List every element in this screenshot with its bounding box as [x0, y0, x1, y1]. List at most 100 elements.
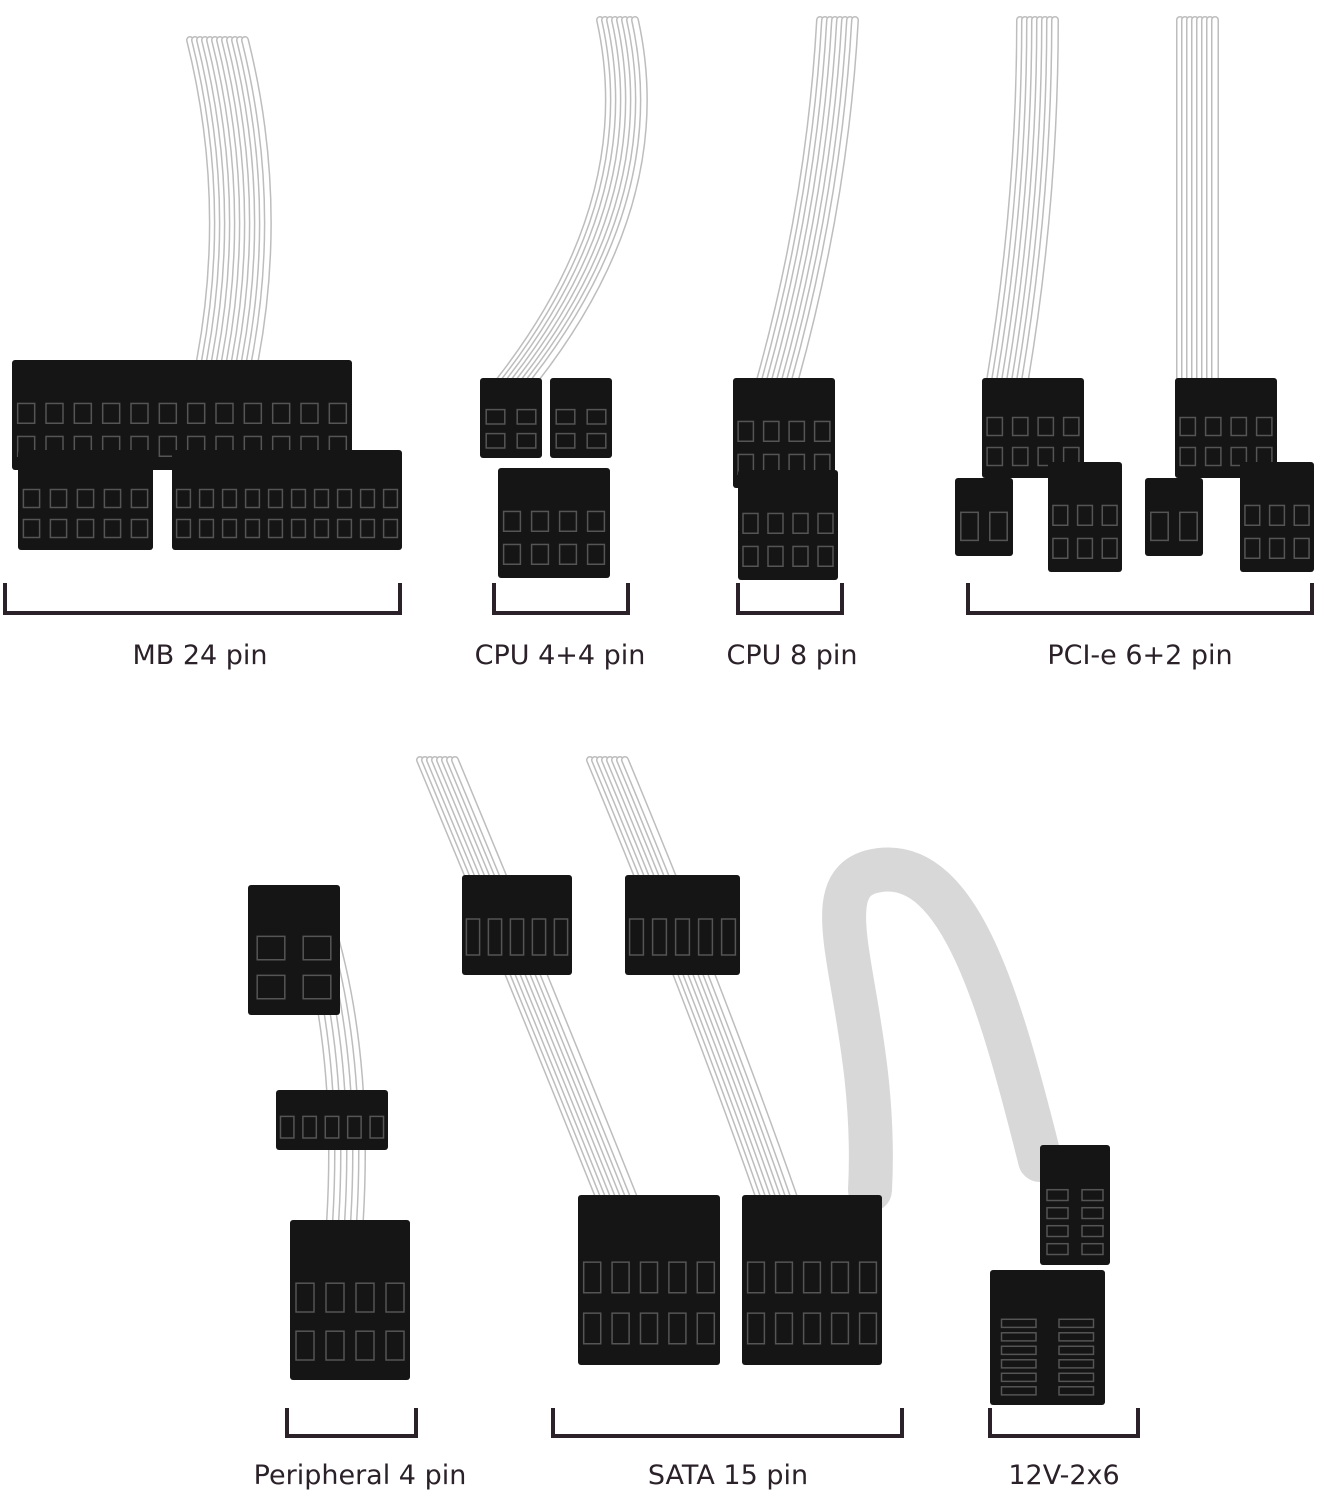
- connector-pin: [325, 1282, 345, 1313]
- cable-wire: [232, 37, 261, 363]
- connector-pin: [244, 518, 261, 539]
- cable-wire: [767, 17, 833, 383]
- connector-pin: [295, 1330, 315, 1361]
- connector-pin: [382, 488, 399, 509]
- connector-pin: [1268, 537, 1286, 560]
- cable-wire: [587, 757, 763, 1203]
- 12v-2x6-right-angle-connector: [990, 1270, 1105, 1405]
- connector-pin: [1081, 1188, 1104, 1202]
- cable-wire: [1007, 17, 1043, 383]
- connector-pin: [530, 543, 550, 566]
- connector-pin: [1081, 1242, 1104, 1256]
- connector-pin: [221, 518, 238, 539]
- connector-pin: [336, 518, 353, 539]
- connector-pin: [558, 510, 578, 533]
- connector-pin: [1011, 446, 1029, 467]
- connector-pin: [986, 416, 1004, 437]
- connector-pin: [1101, 537, 1118, 560]
- cable-wire: [227, 37, 256, 363]
- connector-pin: [509, 918, 525, 956]
- connector-pin: [382, 518, 399, 539]
- connector-pin: [49, 518, 68, 539]
- label-bracket: [988, 1408, 1140, 1438]
- connector-pin: [858, 1261, 878, 1294]
- cable-wire: [197, 37, 226, 363]
- connector-pin: [1000, 1372, 1037, 1383]
- pcie-6-2-connector-a: [1048, 462, 1122, 572]
- cable-wire: [1002, 17, 1038, 383]
- connector-pin: [674, 918, 691, 956]
- label-12v-2x6: 12V-2x6: [1008, 1460, 1120, 1491]
- cable-wire: [612, 757, 788, 1203]
- connector-pin: [586, 432, 607, 449]
- label-bracket: [492, 583, 630, 615]
- connector-pin: [385, 1330, 405, 1361]
- connector-pin: [76, 518, 95, 539]
- connector-pin: [271, 402, 291, 425]
- connector-pin: [1244, 504, 1261, 527]
- connector-pin: [1255, 416, 1273, 437]
- peripheral-4-pin-connector-top: [248, 885, 340, 1015]
- cable-wire: [212, 37, 241, 363]
- cable-wire: [757, 17, 823, 383]
- cable-wire: [992, 17, 1028, 383]
- connector-pin: [767, 545, 784, 568]
- cable-wire: [442, 757, 628, 1203]
- pcie-6-pin-connector-a: [982, 378, 1084, 478]
- connector-pin: [198, 518, 215, 539]
- cable-wire: [987, 17, 1023, 383]
- connector-pin: [355, 1330, 375, 1361]
- cable-wire: [242, 37, 271, 363]
- connector-pin: [788, 420, 806, 443]
- connector-pin: [767, 512, 784, 535]
- connector-pin: [1062, 416, 1080, 437]
- connector-pin: [244, 488, 261, 509]
- connector-pin: [1058, 1359, 1095, 1369]
- connector-pin: [1000, 1318, 1037, 1329]
- cable-wire: [207, 37, 236, 363]
- connector-pin: [989, 511, 1008, 542]
- connector-pin: [586, 543, 606, 566]
- connector-pin: [628, 918, 645, 956]
- cable-wire: [237, 37, 266, 363]
- connector-pin: [325, 1330, 345, 1361]
- connector-pin: [762, 420, 780, 443]
- connector-pin: [582, 1261, 602, 1294]
- cable-wire: [222, 37, 251, 363]
- cable-wire: [437, 757, 623, 1203]
- connector-pin: [746, 1312, 766, 1345]
- connector-pin: [130, 518, 149, 539]
- connector-pin: [742, 512, 759, 535]
- connector-pin: [369, 1115, 385, 1139]
- label-cpu-4-4-pin: CPU 4+4 pin: [474, 640, 646, 671]
- cable-wire: [787, 17, 853, 383]
- connector-pin: [279, 1115, 295, 1139]
- connector-pin: [45, 402, 64, 425]
- connector-pin: [76, 488, 95, 509]
- connector-pin: [267, 518, 284, 539]
- connector-pin: [256, 974, 286, 1000]
- cpu-8-pin-connector-b: [738, 470, 838, 580]
- connector-pin: [73, 402, 93, 425]
- connector-pin: [1076, 504, 1094, 527]
- connector-pin: [1037, 416, 1055, 437]
- connector-pin: [960, 511, 979, 542]
- label-cpu-8-pin: CPU 8 pin: [726, 640, 858, 671]
- cable-wire: [597, 757, 773, 1203]
- connector-pin: [243, 402, 263, 425]
- connector-pin: [465, 918, 481, 956]
- cable-wire: [447, 757, 633, 1203]
- connector-pin: [1037, 446, 1055, 467]
- cable-wire: [422, 757, 608, 1203]
- connector-pin: [346, 1115, 362, 1139]
- connector-pin: [830, 1312, 850, 1345]
- cpu-4-pin-connector-a: [480, 378, 542, 458]
- connector-pin: [101, 402, 121, 425]
- connector-pin: [1244, 537, 1261, 560]
- sata-connector-bottom-a: [578, 1195, 720, 1365]
- connector-pin: [359, 518, 376, 539]
- peripheral-4-pin-connector-bottom: [290, 1220, 410, 1380]
- cable-wire: [622, 757, 798, 1203]
- connector-pin: [720, 918, 737, 956]
